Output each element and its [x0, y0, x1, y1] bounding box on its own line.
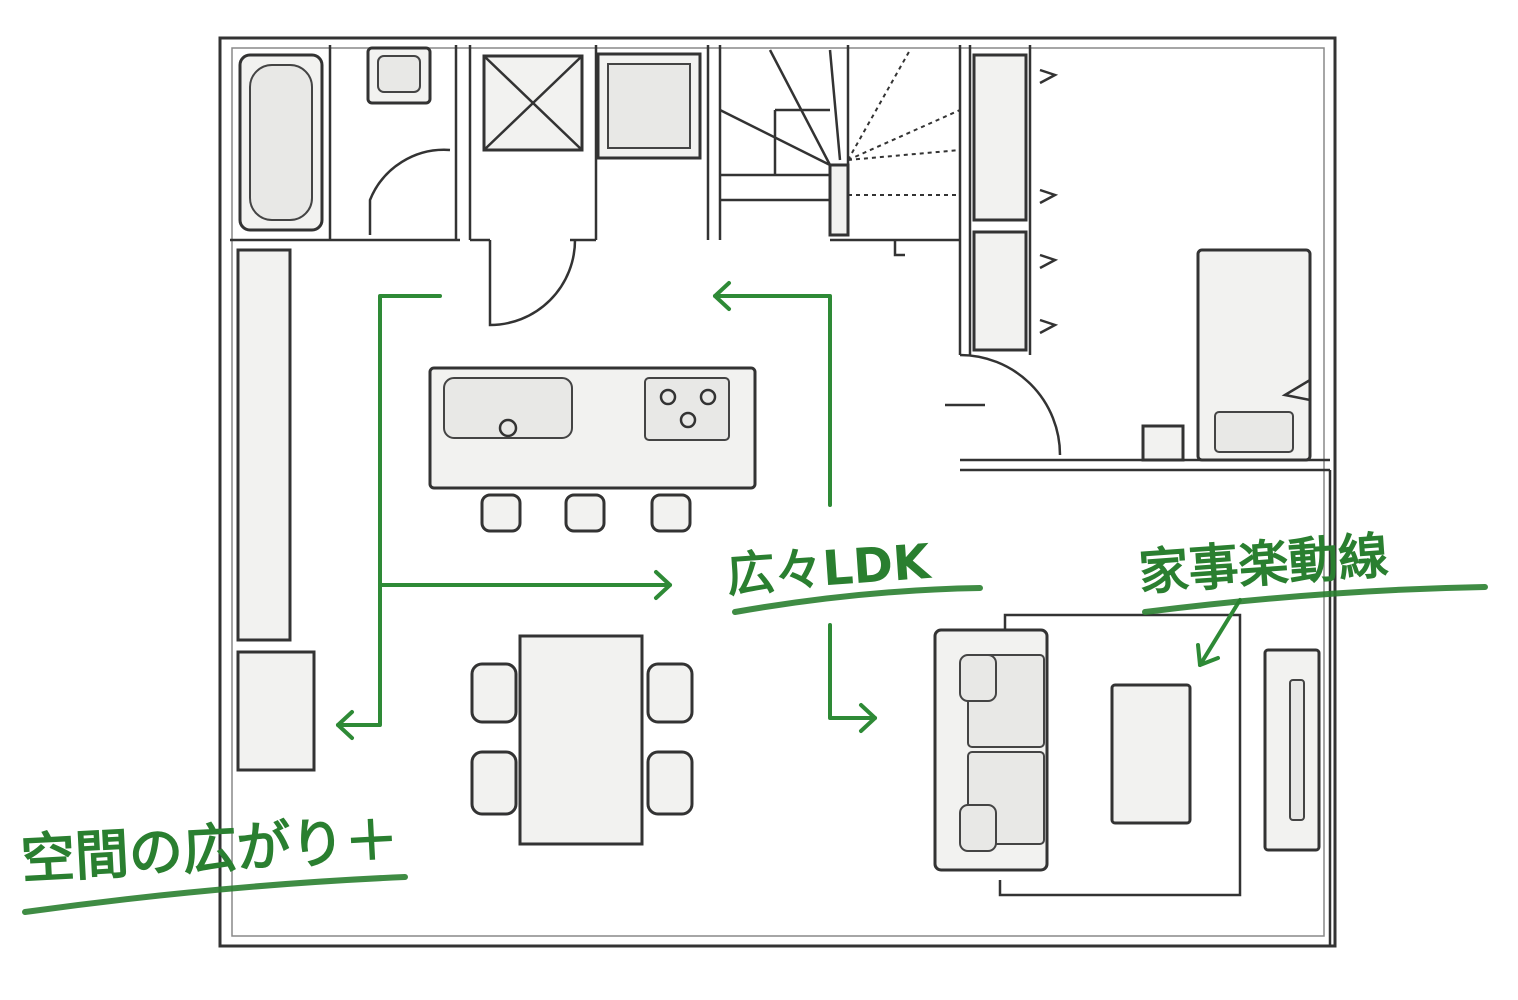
door-swing-storage	[488, 239, 577, 327]
wall-counter	[236, 248, 316, 772]
bar-stools	[480, 493, 692, 533]
storage-box-1	[482, 54, 584, 152]
staircase	[719, 45, 961, 257]
sofa	[933, 628, 1049, 872]
stove	[644, 377, 730, 441]
washbasin	[366, 46, 432, 105]
storage-box-2	[596, 52, 702, 160]
bed	[1196, 248, 1312, 462]
bathtub	[238, 53, 324, 232]
outer-walls	[218, 36, 1337, 948]
coffee-table	[1110, 683, 1192, 825]
tv-stand	[1263, 648, 1321, 852]
closet	[972, 45, 1059, 355]
sink	[443, 377, 573, 439]
housework-underline	[1142, 584, 1488, 615]
door-swing-bedroom	[959, 353, 1062, 456]
nightstand	[1141, 424, 1185, 462]
door-swing-bath	[368, 148, 451, 235]
rug	[998, 613, 1242, 897]
kitchen-island	[428, 366, 757, 490]
dining-table-set	[470, 634, 694, 846]
ldk-underline	[732, 585, 983, 615]
flow-arrows	[336, 281, 1242, 740]
space-underline	[22, 874, 408, 915]
